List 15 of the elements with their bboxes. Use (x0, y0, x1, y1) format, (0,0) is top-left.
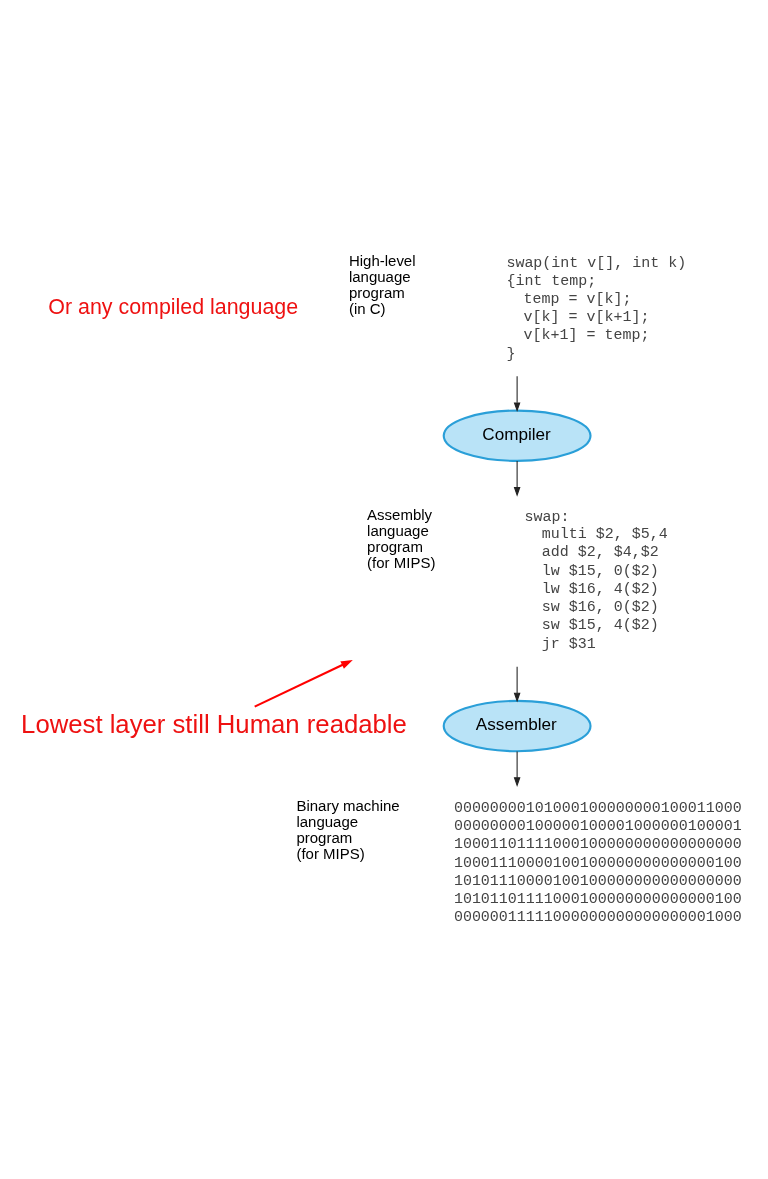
node-text: swap: multi $2, $5,4 add $2, $4,$2 lw $15, 0($2) lw $16, 4($2) sw $16, 0($2) sw $15, 4($2) jr $31 (524, 508, 668, 653)
arrow (254, 659, 353, 708)
label: Or any compiled language (48, 294, 299, 319)
node-ellipse: Compiler (442, 409, 592, 462)
arrow (513, 750, 521, 787)
node-label: High-level language program (in C) (348, 251, 416, 317)
node-label: Binary machine language program (for MIPS) (296, 796, 400, 862)
node-label: Assembly language program (for MIPS) (367, 505, 436, 571)
arrow (513, 460, 521, 497)
node-ellipse: Assembler (442, 699, 592, 752)
node-text: swap(int v[], int k) {int temp; temp = v[k]; v[k] = v[k+1]; v[k+1] = temp; } (506, 254, 687, 363)
arrow (513, 665, 521, 702)
node-text: Lowest layer still Human readable (21, 709, 407, 738)
arrow (513, 375, 521, 412)
node-text: 00000000101000100000000100011000 00000000100000100001000000100001 10001101111000100000000000000000 10001110000100100000000000000100 10101110000100100000000000000000 10101101111000100000000000000100 00000011111000000000000000001000 (453, 799, 742, 926)
